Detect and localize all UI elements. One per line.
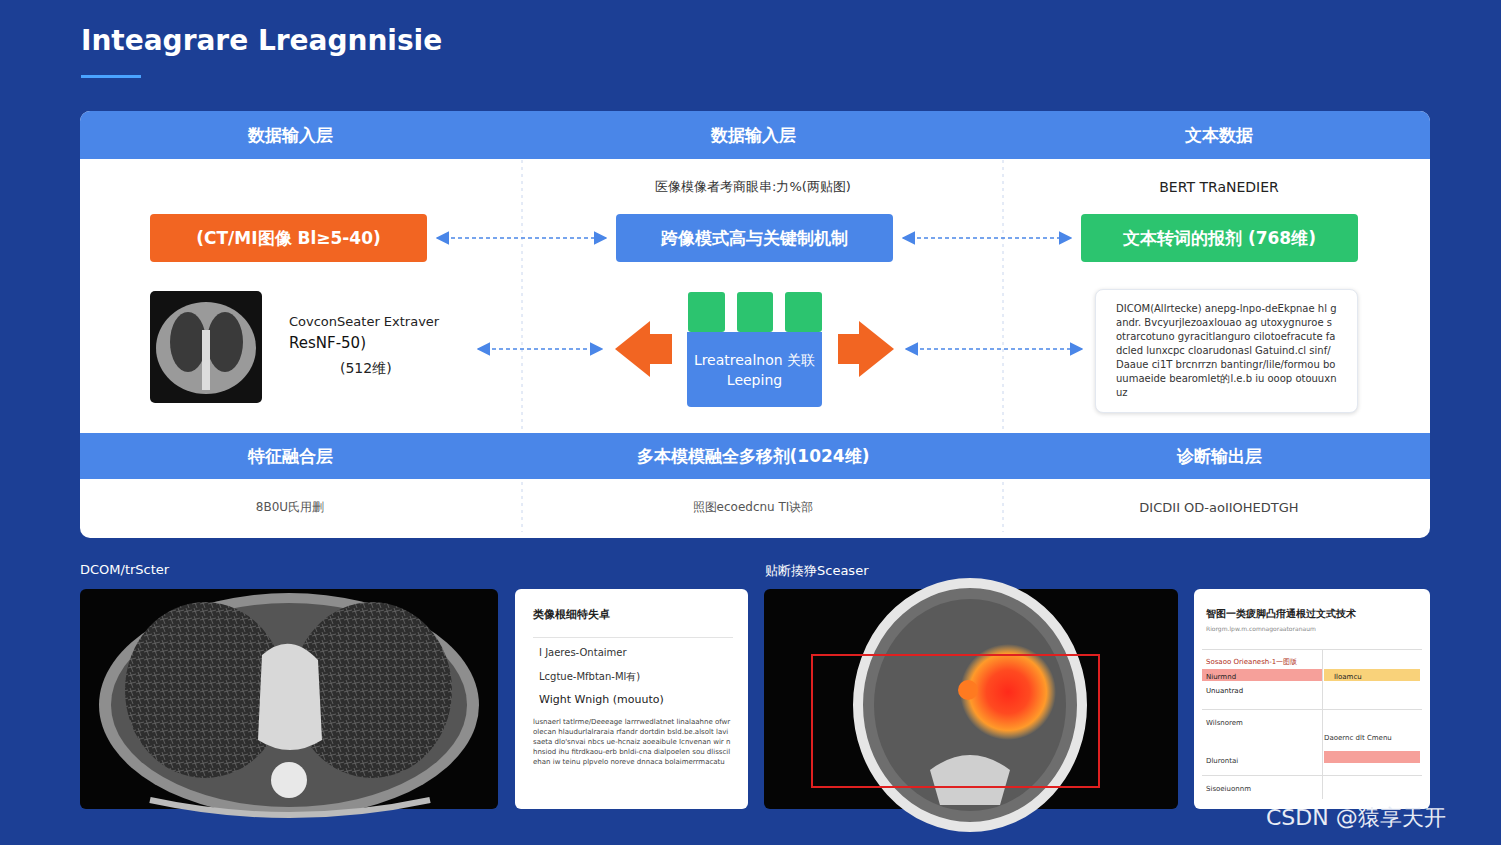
orange-arrow bbox=[838, 321, 894, 377]
watermark: CSDN @猿享天开 bbox=[1266, 803, 1446, 833]
orange-arrow bbox=[615, 321, 672, 377]
dashed-connector bbox=[903, 237, 1071, 239]
node-text: DICOM(Allrtecke) anepg-lnpo-deEkpnae hl … bbox=[1116, 302, 1337, 400]
table-rule bbox=[1324, 751, 1420, 763]
chest-ct-image bbox=[80, 589, 498, 817]
fusion-band: 特征融合层 多本模模融全多移剂(1024维) 诊断输出层 bbox=[80, 433, 1430, 479]
image-input-box: (CT/MI图像 Bl≥5-40) bbox=[150, 214, 427, 262]
free-label: CovconSeater Extraver bbox=[289, 314, 439, 329]
node-text: Wilsnorem bbox=[1206, 719, 1243, 727]
table-rule bbox=[1202, 649, 1422, 650]
node-text: Dlurontai bbox=[1206, 757, 1238, 765]
node-text: Riorgm.lpw.m.comnagoraatoranaum bbox=[1206, 625, 1316, 632]
green-block bbox=[785, 292, 822, 332]
node-text: 智图一类疲脚凸疳通根过文式技术 bbox=[1206, 607, 1356, 621]
text-embed-box: 文本转词的报剂 (768维) bbox=[1081, 214, 1358, 262]
free-label: 贴断揍狰Sceaser bbox=[765, 562, 868, 580]
free-label: 8B0U氏用删 bbox=[256, 499, 324, 516]
dashed-connector bbox=[437, 237, 606, 239]
free-label: (512维) bbox=[340, 360, 392, 378]
node-text: 跨像模式高与关键制机制 bbox=[661, 227, 848, 250]
free-label: 照图ecoedcnu TI诀部 bbox=[693, 499, 814, 516]
table-rule bbox=[1202, 709, 1422, 710]
node-text: 文本转词的报剂 (768维) bbox=[1123, 227, 1316, 250]
node-text: 类像根细特失卓 bbox=[533, 607, 610, 622]
node-text: 诊断输出层 bbox=[1177, 445, 1262, 468]
mini-ct-image bbox=[150, 291, 262, 403]
attention-box: 跨像模式高与关键制机制 bbox=[616, 214, 893, 262]
free-label: DCOM/trScter bbox=[80, 562, 169, 577]
title-underline bbox=[81, 75, 141, 78]
dicom-text-box: DICOM(Allrtecke) anepg-lnpo-deEkpnae hl … bbox=[1095, 289, 1358, 413]
node-text: Iloamcu bbox=[1334, 673, 1362, 681]
node-text: Wight Wnigh (mouuto) bbox=[539, 693, 664, 706]
node-text: Sosaoo Orieanesh-1一图版 bbox=[1206, 657, 1297, 667]
node-text: Lreatrealnon 关联 Leeping bbox=[693, 350, 816, 390]
page-title: Inteagrare Lreagnnisie bbox=[81, 24, 442, 57]
feature-card: 类像根细特失卓 I Jaeres-OntaimerLcgtue-Mfbtan-Ml… bbox=[515, 589, 748, 809]
fusion-core-box: Lreatrealnon 关联 Leeping bbox=[687, 332, 822, 407]
node-text: (CT/MI图像 Bl≥5-40) bbox=[196, 227, 381, 250]
node-text: Lcgtue-Mfbtan-Ml有) bbox=[539, 670, 640, 684]
free-label: ResNF-50) bbox=[289, 334, 366, 352]
table-rule bbox=[1322, 649, 1323, 799]
brain-ct-image bbox=[764, 583, 1178, 827]
node-text: lusnaerl tatlrme/Deeeage larrrwedlatnet … bbox=[533, 717, 731, 767]
node-text: 文本数据 bbox=[1185, 124, 1253, 147]
node-text: 数据输入层 bbox=[711, 124, 796, 147]
dashed-arrow bbox=[478, 348, 602, 350]
dashed-arrow bbox=[906, 348, 1082, 350]
node-text: 数据输入层 bbox=[248, 124, 333, 147]
table-rule bbox=[533, 637, 733, 638]
node-text: 多本模模融全多移剂(1024维) bbox=[637, 445, 870, 468]
green-block bbox=[737, 292, 773, 332]
green-block bbox=[688, 292, 725, 332]
node-text: Daoernc dlt Cmenu bbox=[1324, 734, 1392, 742]
table-rule bbox=[1202, 775, 1422, 776]
node-text: Niurmnd bbox=[1206, 673, 1236, 681]
node-text: Sisoeiuonnm bbox=[1206, 785, 1251, 793]
free-label: BERT TRaNEDIER bbox=[1159, 179, 1279, 195]
free-label: 医像模像者考商眼串:力%(两贴图) bbox=[655, 178, 851, 196]
node-text: Unuantrad bbox=[1206, 687, 1243, 695]
free-label: DICDII OD-aoIIOHEDTGH bbox=[1139, 500, 1298, 515]
node-text: 特征融合层 bbox=[248, 445, 333, 468]
header-band: 数据输入层 数据输入层 文本数据 bbox=[80, 111, 1430, 159]
node-text: I Jaeres-Ontaimer bbox=[539, 647, 627, 658]
report-card: 智图一类疲脚凸疳通根过文式技术 Riorgm.lpw.m.comnagoraato… bbox=[1194, 589, 1430, 809]
